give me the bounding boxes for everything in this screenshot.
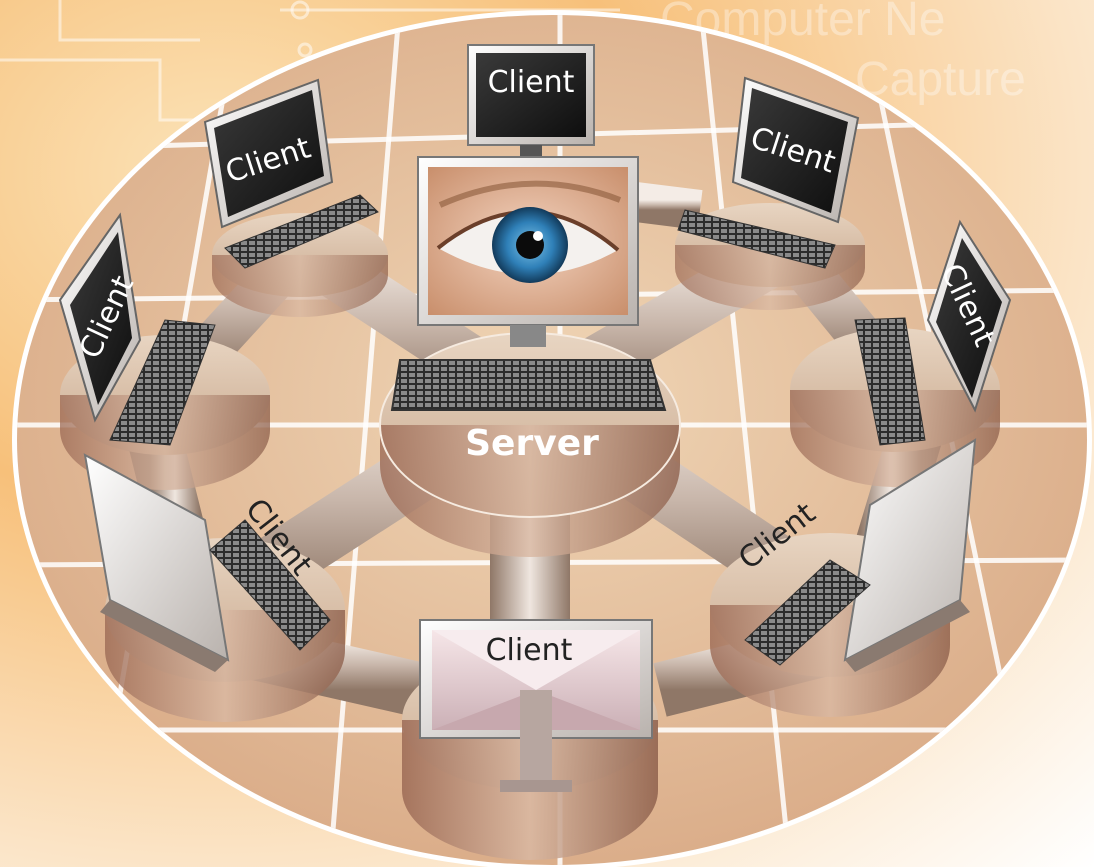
client-left: Client [58,212,270,490]
eye-icon [436,180,622,283]
client-top-center: Client [467,44,595,157]
keyboard-icon [109,319,216,446]
keyboard-icon [854,317,926,446]
keyboard-icon [744,559,871,666]
keyboard-icon [390,359,667,411]
client-top-right: Client [675,76,865,310]
client-top-left: Client [203,78,388,317]
client-bottom-center: Client [402,619,658,860]
keyboard-icon [209,519,331,651]
monitor-icon [476,53,586,137]
client-right: Client [790,219,1012,487]
monitor-icon [214,90,324,217]
keyboard-icon [677,209,836,269]
monitor-icon [936,238,1002,398]
client-label: Client [488,65,575,100]
monitor-icon [70,232,132,405]
server: Server [379,156,681,557]
server-label: Server [465,423,599,464]
background-subtitle-text: Capture [855,53,1026,106]
client-label: Client [486,633,573,668]
monitor-icon [741,88,848,213]
keyboard-icon [224,194,379,269]
